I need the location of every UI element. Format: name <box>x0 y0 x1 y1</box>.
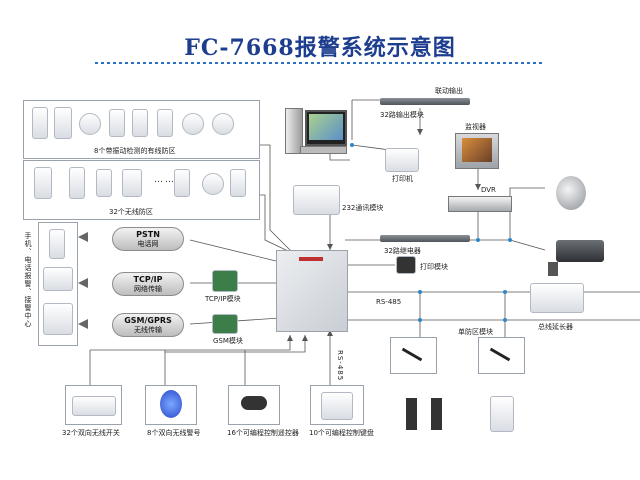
dvr-icon <box>448 196 512 212</box>
output-module-icon <box>380 98 470 105</box>
mobile-phone-icon <box>49 229 65 259</box>
remote-label: 16个可编程控制遥控器 <box>227 429 299 437</box>
wireless-zone-box: …… 32个无线防区 <box>23 160 260 220</box>
keyboard-icon <box>300 146 347 154</box>
detector-icon <box>157 109 173 137</box>
detector-icon <box>230 169 246 197</box>
detector-icon <box>490 396 514 432</box>
relay-label: 32路继电器 <box>384 247 421 255</box>
wired-zone-box: 8个带振动检测的有线防区 <box>23 100 260 159</box>
title-underline <box>95 62 545 64</box>
tcpip-module-label: TCP/IP模块 <box>205 295 241 303</box>
printer-icon <box>385 148 419 172</box>
wireless-siren-box <box>145 385 197 425</box>
alarm-center-icon <box>43 303 73 335</box>
switch-label: 32个双向无线开关 <box>62 429 120 437</box>
beam-detector-icon <box>406 398 442 430</box>
rs485-bus-label: RS-485 <box>376 298 402 306</box>
ellipsis: …… <box>154 175 176 185</box>
receivers-label: 手机、电话报警、接警中心 <box>24 232 32 328</box>
bullet-camera-icon <box>556 240 604 262</box>
relay-icon <box>380 235 470 242</box>
monitor-label: 监视器 <box>465 123 486 131</box>
siren-label: 8个双向无线警号 <box>147 429 201 437</box>
camera-mount-icon <box>548 262 558 276</box>
print-module-icon <box>396 256 416 274</box>
detector-icon <box>122 169 142 197</box>
telephone-icon <box>43 267 73 291</box>
link-arrows <box>78 232 88 329</box>
pstn-pill: PSTN 电话网 <box>112 227 184 251</box>
panel-brand-mark <box>299 257 323 261</box>
pstn-name: PSTN <box>136 230 160 239</box>
diagram-title: FC-7668报警系统示意图 <box>184 35 456 61</box>
ceiling-detector-icon <box>79 113 101 135</box>
control-keypad-icon <box>321 392 353 420</box>
remote-control-icon <box>241 396 267 410</box>
pc-monitor-icon <box>305 110 347 146</box>
single-zone-module-2 <box>478 337 525 374</box>
detector-icon <box>32 107 48 139</box>
tcpip-pill: TCP/IP 网络传输 <box>112 272 184 296</box>
linkage-output-label: 联动输出 <box>435 87 463 95</box>
dome-camera-icon <box>556 176 586 210</box>
detector-icon <box>69 167 85 199</box>
smoke-detector-icon <box>202 173 224 195</box>
bus-extender-label: 总线延长器 <box>538 323 573 331</box>
detector-icon <box>96 169 112 197</box>
tcpip-desc: 网络传输 <box>134 285 162 293</box>
single-zone-module-1 <box>390 337 437 374</box>
wired-zone-label: 8个带振动检测的有线防区 <box>94 147 176 155</box>
detector-icon <box>34 167 52 199</box>
output-module-label: 32路输出模块 <box>380 111 424 119</box>
sensor-cable-icon <box>401 347 423 362</box>
detector-icon <box>132 109 148 137</box>
rs232-label: 232通讯模块 <box>342 204 384 212</box>
detector-icon <box>174 169 190 197</box>
remote-box <box>228 385 280 425</box>
gsm-desc: 无线传输 <box>134 326 162 334</box>
print-module-label: 打印模块 <box>420 263 448 271</box>
control-panel <box>276 250 348 332</box>
smoke-detector-icon <box>182 113 204 135</box>
wireless-switch-box <box>65 385 122 425</box>
wireless-zone-label: 32个无线防区 <box>109 208 153 216</box>
printer-label: 打印机 <box>392 175 413 183</box>
wall-switch-icon <box>72 396 116 416</box>
keyboard-label: 10个可编程控制键盘 <box>309 429 374 437</box>
detector-icon <box>109 109 125 137</box>
gsm-module-icon <box>212 314 238 334</box>
single-zone-label: 单防区模块 <box>458 328 493 336</box>
receivers-box <box>38 222 78 346</box>
keyboard-box <box>310 385 364 425</box>
tcpip-name: TCP/IP <box>133 275 163 284</box>
rs232-module-icon <box>293 185 340 215</box>
tcpip-module-icon <box>212 270 238 292</box>
sensor-cable-icon <box>489 347 511 362</box>
gsm-name: GSM/GPRS <box>124 316 172 325</box>
gsm-pill: GSM/GPRS 无线传输 <box>112 313 184 337</box>
detector-icon <box>54 107 72 139</box>
dvr-label: DVR <box>481 186 496 194</box>
pc-tower-icon <box>285 108 303 154</box>
bus-extender-icon <box>530 283 584 313</box>
gsm-module-label: GSM模块 <box>213 337 243 345</box>
siren-icon <box>160 390 182 418</box>
pstn-desc: 电话网 <box>137 240 159 248</box>
crt-monitor-icon <box>455 133 499 169</box>
smoke-detector-icon <box>212 113 234 135</box>
rs485-vertical-label: RS-485 <box>336 350 344 382</box>
